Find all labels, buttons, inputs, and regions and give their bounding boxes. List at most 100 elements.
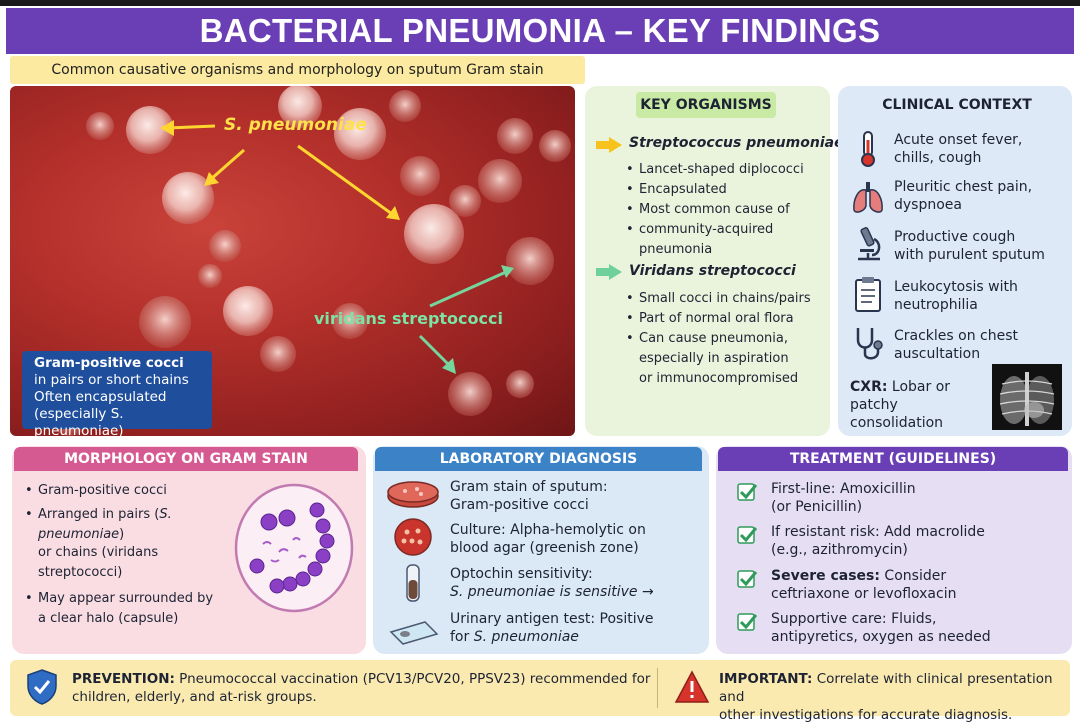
important-note: IMPORTANT: Correlate with clinical prese… <box>719 670 1069 724</box>
list-item-cont: community-acquired pneumonia <box>639 222 774 257</box>
lab-text: blood agar (greenish zone) <box>450 540 639 556</box>
subtitle-banner: Common causative organisms and morpholog… <box>10 56 585 84</box>
test-slide-icon <box>389 621 439 645</box>
clin-text: chills, cough <box>894 150 982 166</box>
callout-line-2: in pairs or short chains <box>34 372 189 388</box>
treat-text: Supportive care: Fluids, <box>771 611 937 627</box>
treat-text: ceftriaxone or levofloxacin <box>771 586 957 602</box>
shield-icon <box>27 669 57 705</box>
clin-text: Pleuritic chest pain, <box>894 179 1033 195</box>
lungs-icon <box>853 182 883 213</box>
important-text: Correlate with clinical presentation and <box>719 671 1053 705</box>
treat-text: (or Penicillin) <box>771 499 863 515</box>
clin-item-1: Acute onset fever, chills, cough <box>894 131 1069 167</box>
key-organisms-panel <box>585 86 830 436</box>
prevention-text: Pneumococcal vaccination (PCV13/PCV20, P… <box>174 671 651 687</box>
org1-name: Streptococcus pneumoniae <box>629 135 844 151</box>
stethoscope-icon <box>856 328 883 360</box>
list-item: Arranged in pairs (S. pneumoniae) <box>24 505 244 545</box>
lab-text: Optochin sensitivity: <box>450 566 593 582</box>
lab-item-1: Gram stain of sputum: Gram-positive cocci <box>450 478 705 514</box>
list-item-text: a clear halo (capsule) <box>38 611 179 626</box>
lab-text-italic: S. pneumoniae is sensitive <box>450 584 638 600</box>
list-item-italic: S. pneumoniae <box>38 507 172 542</box>
lab-text: for <box>450 629 474 645</box>
list-item: Part of normal oral flora <box>625 309 830 329</box>
list-item-cont: especially in aspiration <box>625 349 830 369</box>
list-item-text: May appear surrounded by <box>38 591 214 606</box>
blood-agar-icon <box>394 518 432 556</box>
clin-item-4: Leukocytosis with neutrophilia <box>894 278 1069 314</box>
list-item-text: Arranged in pairs ( <box>38 507 160 522</box>
treat-item-1: First-line: Amoxicillin (or Penicillin) <box>771 480 1066 516</box>
gram-stain-diagram <box>234 483 354 613</box>
checkmark-icon <box>737 526 757 544</box>
list-item: Small cocci in chains/pairs <box>625 289 830 309</box>
thermometer-icon <box>861 131 875 167</box>
clin-text: Leukocytosis with <box>894 279 1018 295</box>
cxr-text: consolidation <box>850 415 944 431</box>
list-item: Most common cause of <box>625 200 835 220</box>
cxr-label: CXR: <box>850 379 888 395</box>
clin-text: Productive cough <box>894 229 1016 245</box>
morphology-bullets: Gram-positive cocci Arranged in pairs (S… <box>24 481 244 629</box>
pointer-arrows <box>160 120 514 374</box>
important-label: IMPORTANT: <box>719 671 813 687</box>
clipboard-icon <box>855 277 881 312</box>
test-tube-icon <box>406 564 420 602</box>
clinical-context-header: CLINICAL CONTEXT <box>882 97 1032 113</box>
top-border <box>0 0 1080 6</box>
org2-bullets: Small cocci in chains/pairs Part of norm… <box>625 289 830 389</box>
treat-text: Consider <box>879 568 947 584</box>
microscope-icon <box>858 227 881 261</box>
lab-item-3: Optochin sensitivity: S. pneumoniae is se… <box>450 565 705 601</box>
lab-text: Gram stain of sputum: <box>450 479 608 495</box>
clin-item-2: Pleuritic chest pain,dyspnoea <box>894 178 1069 214</box>
lab-diagnosis-header: LABORATORY DIAGNOSIS <box>375 447 702 471</box>
treatment-panel <box>716 446 1072 654</box>
chest-xray-image <box>992 364 1062 430</box>
lab-text: Gram-positive cocci <box>450 497 589 513</box>
treatment-header: TREATMENT (GUIDELINES) <box>718 447 1068 471</box>
prevention-text: children, elderly, and at-risk groups. <box>72 689 317 705</box>
org1-bullets: Lancet-shaped diplococci Encapsulated Mo… <box>625 160 835 260</box>
green-arrow-icon <box>596 264 622 280</box>
petri-dish-icon <box>387 481 439 508</box>
treat-item-2: If resistant risk: Add macrolide(e.g., a… <box>771 523 1066 559</box>
key-organisms-header: KEY ORGANISMS <box>636 92 776 118</box>
list-item: Encapsulated <box>625 180 835 200</box>
clin-text: with purulent sputum <box>894 247 1045 263</box>
list-item-text: or chains (viridans streptococci) <box>38 545 159 580</box>
treat-text: If resistant risk: Add macrolide <box>771 524 985 540</box>
treat-text: First-line: Amoxicillin <box>771 481 916 497</box>
list-item-text: especially in aspiration <box>639 351 789 366</box>
clin-text: Acute onset fever, <box>894 132 1023 148</box>
list-item: Gram-positive cocci <box>24 481 244 501</box>
clin-text: neutrophilia <box>894 297 978 313</box>
treat-text: antipyretics, oxygen as needed <box>771 629 991 645</box>
clin-item-3: Productive cough with purulent sputum <box>894 228 1069 264</box>
bottom-banner <box>10 660 1070 716</box>
treat-item-4: Supportive care: Fluids, antipyretics, ox… <box>771 610 1066 646</box>
list-item: Lancet-shaped diplococci <box>625 160 835 180</box>
lab-text: Urinary antigen test: Positive <box>450 611 654 627</box>
list-item: community-acquired pneumonia <box>625 220 835 260</box>
org2-name: Viridans streptococci <box>629 263 796 279</box>
list-item-text: ) <box>119 527 125 542</box>
cxr-note: CXR: Lobar or patchy consolidation <box>850 378 990 432</box>
divider <box>657 668 658 708</box>
clin-text: auscultation <box>894 346 981 362</box>
important-text: other investigations for accurate diagno… <box>719 707 1013 723</box>
prevention-label: PREVENTION: <box>72 671 175 687</box>
page-title: BACTERIAL PNEUMONIA – KEY FINDINGS <box>6 8 1074 54</box>
callout-line-3: Often encapsulated <box>34 389 167 405</box>
list-item-cont: a clear halo (capsule) <box>24 609 244 629</box>
list-item-text: Gram-positive cocci <box>38 483 167 498</box>
clin-text: Crackles on chest <box>894 328 1019 344</box>
list-item-text: or immunocompromised <box>639 371 799 386</box>
list-item-cont: or chains (viridans streptococci) <box>24 543 244 583</box>
callout-line-4: (especially S. pneumoniae) <box>34 406 124 439</box>
